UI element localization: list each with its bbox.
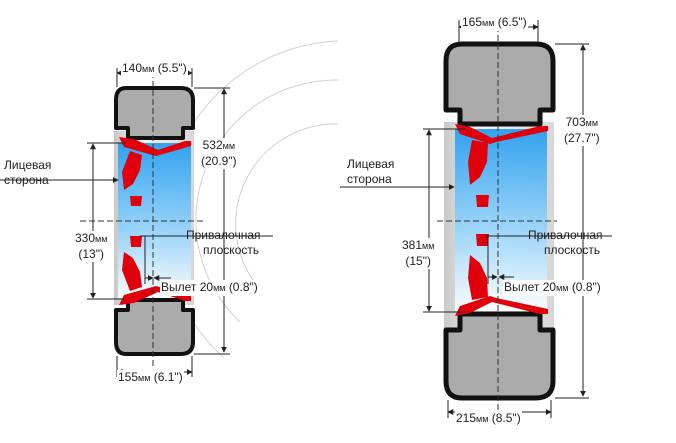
right-height-label: 703мм (27.7") [563,115,601,146]
right-face-side-label: Лицевая сторона [347,157,395,186]
right-top-width-label: 165мм (6.5") [461,15,528,31]
left-bottom-width-label: 155мм (6.1") [117,370,184,386]
right-bottom-width-label: 215мм (8.5") [455,411,522,427]
right-wheel [437,26,612,420]
right-offset-label: Вылет 20мм (0.8") [503,280,602,296]
right-tire-top [443,41,556,127]
left-tire-top [114,86,195,140]
left-mount-plane-label: Привалочная плоскость [186,228,261,257]
left-top-width-label: 140мм (5.5") [121,61,188,77]
left-rim-profile [119,137,191,305]
left-offset-label: Вылет 20мм (0.8") [160,280,259,296]
left-face-side-label: Лицевая сторона [4,158,52,187]
right-rim-diameter-label: 381мм (15") [401,238,436,269]
right-mount-plane-label: Привалочная плоскость [528,228,603,257]
right-rim-profile [455,124,548,316]
left-tire-bottom [114,298,195,356]
left-rim-diameter-label: 330мм (13") [74,231,109,262]
left-wheel [80,72,273,368]
right-tire-bottom [443,311,556,401]
left-height-label: 532мм (20.9") [200,138,238,169]
